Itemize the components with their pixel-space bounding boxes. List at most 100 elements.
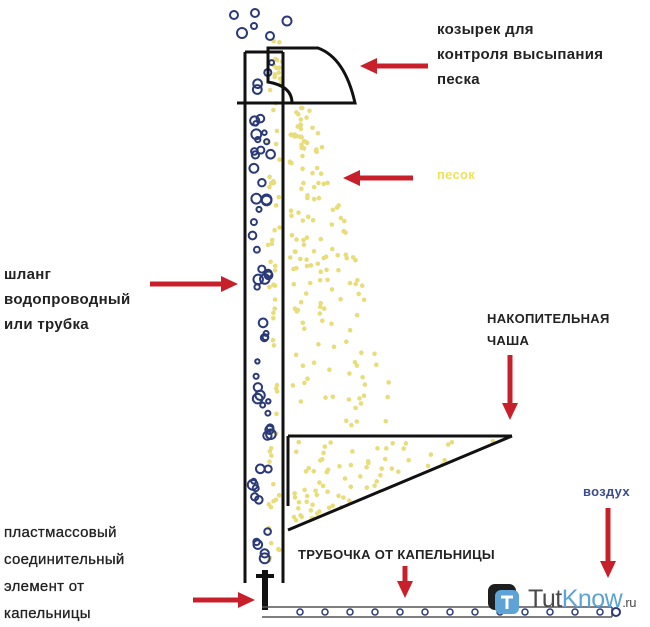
sand-grain-icon xyxy=(330,246,335,252)
sand-grain-icon xyxy=(322,444,328,449)
sand-grain-icon xyxy=(316,180,321,186)
sand-grain-icon xyxy=(310,170,315,176)
arrow-icon xyxy=(502,355,518,420)
sand-grain-icon xyxy=(276,492,282,498)
sand-grain-icon xyxy=(271,343,277,348)
sand-grain-icon xyxy=(303,469,309,474)
sand-grain-icon xyxy=(272,297,278,302)
sand-grain-icon xyxy=(271,315,276,321)
bubble-icon xyxy=(248,162,260,174)
arrow-head xyxy=(238,592,255,608)
bowl-label: НАКОПИТЕЛЬНАЯ ЧАША xyxy=(487,308,610,352)
bubble-icon xyxy=(250,150,261,160)
sand-grain-icon xyxy=(302,487,307,493)
sand-grain-icon xyxy=(274,382,280,388)
sand-grain-icon xyxy=(267,174,272,180)
sand-grain-icon xyxy=(276,546,281,552)
sand-grain-icon xyxy=(379,466,385,471)
sand-grain-icon xyxy=(358,474,363,479)
arrow-icon xyxy=(600,508,616,578)
sand-grain-icon xyxy=(359,283,365,289)
sand-grain-icon xyxy=(269,453,274,458)
sand-grain-icon xyxy=(347,327,353,333)
sand-grain-icon xyxy=(390,441,396,446)
sand-grain-icon xyxy=(296,500,302,505)
sand-grain-icon xyxy=(378,473,383,478)
sand-grain-icon xyxy=(304,115,309,120)
sand-grain-icon xyxy=(364,464,369,470)
sand-grain-icon xyxy=(324,267,329,273)
sand-grain-icon xyxy=(321,306,327,311)
sand-grain-icon xyxy=(276,194,282,200)
sand-grain-icon xyxy=(353,405,358,411)
sand-grain-icon xyxy=(301,242,307,247)
sand-grain-icon xyxy=(277,40,282,45)
sand-grain-icon xyxy=(272,268,278,273)
bubble-icon xyxy=(261,333,270,342)
bubble-icon xyxy=(251,484,260,493)
sand-grain-icon xyxy=(336,493,341,499)
sand-grain-icon xyxy=(329,287,335,292)
sand-grain-icon xyxy=(354,312,360,318)
bubble-icon xyxy=(255,113,266,124)
bubble-icon xyxy=(259,548,270,559)
sand-grain-icon xyxy=(292,495,298,500)
bowl-label-line: НАКОПИТЕЛЬНАЯ xyxy=(487,311,610,326)
bubble-icon xyxy=(260,193,273,206)
sand-grain-icon xyxy=(274,411,279,417)
arrow-icon xyxy=(343,170,413,186)
sand-grain-icon xyxy=(305,214,311,220)
connector-label-line: элемент от xyxy=(4,578,85,595)
sand-grain-icon xyxy=(364,485,370,490)
bubble-icon xyxy=(252,382,264,393)
sand-grain-icon xyxy=(317,277,323,283)
sand-grain-icon xyxy=(306,465,312,471)
sand-grain-icon xyxy=(330,394,336,400)
visor-cap xyxy=(266,46,357,105)
sand-grain-icon xyxy=(274,65,279,71)
sand-grain-icon xyxy=(267,87,273,93)
hose-label-line: водопроводный xyxy=(4,291,131,308)
sand-grain-icon xyxy=(316,342,321,347)
bubble-icon xyxy=(257,177,267,188)
sand-grain-icon xyxy=(299,105,304,111)
sand-grain-icon xyxy=(374,362,379,368)
sand-grain-icon xyxy=(300,166,305,171)
arrow-head xyxy=(221,276,238,292)
bubble-icon xyxy=(296,608,304,616)
bubble-icon xyxy=(264,409,272,417)
sand-grain-icon xyxy=(268,540,274,546)
sand-grain-icon xyxy=(300,320,306,326)
arrow-head xyxy=(397,581,413,598)
sand-grain-icon xyxy=(325,180,330,186)
sand-grain-icon xyxy=(375,446,380,451)
bubble-icon xyxy=(257,264,267,274)
bubble-icon xyxy=(571,608,579,616)
sand-grain-icon xyxy=(272,306,278,311)
sand-grain-icon xyxy=(328,440,333,445)
sand-grain-icon xyxy=(386,380,391,385)
sand-grain-icon xyxy=(338,296,343,302)
sand-grain-icon xyxy=(442,457,447,463)
sand-grain-icon xyxy=(336,267,341,273)
visor-label-line: контроля высыпания xyxy=(437,46,604,63)
sand-grain-icon xyxy=(310,502,315,508)
arrow-icon xyxy=(193,592,255,608)
logo-icon xyxy=(488,584,519,614)
sand-grain-icon xyxy=(294,449,299,455)
sand-grain-icon xyxy=(318,301,324,306)
connector-label-line: соединительный xyxy=(4,551,125,568)
sand-grain-icon xyxy=(300,153,305,159)
arrows xyxy=(150,58,616,608)
hose-label-line: шланг xyxy=(4,266,52,283)
sand-grain-icon xyxy=(315,261,321,267)
sand-grain-icon xyxy=(355,277,360,283)
bubble-icon xyxy=(265,398,272,405)
sand-grain-icon xyxy=(273,141,279,147)
sand-grain-icon xyxy=(325,489,330,495)
sand-grain-icon xyxy=(347,371,352,376)
sand-grain-icon xyxy=(321,181,327,187)
sand-grain-icon xyxy=(301,237,306,243)
sand-grain-icon xyxy=(359,350,364,356)
arrow-icon xyxy=(360,58,428,74)
